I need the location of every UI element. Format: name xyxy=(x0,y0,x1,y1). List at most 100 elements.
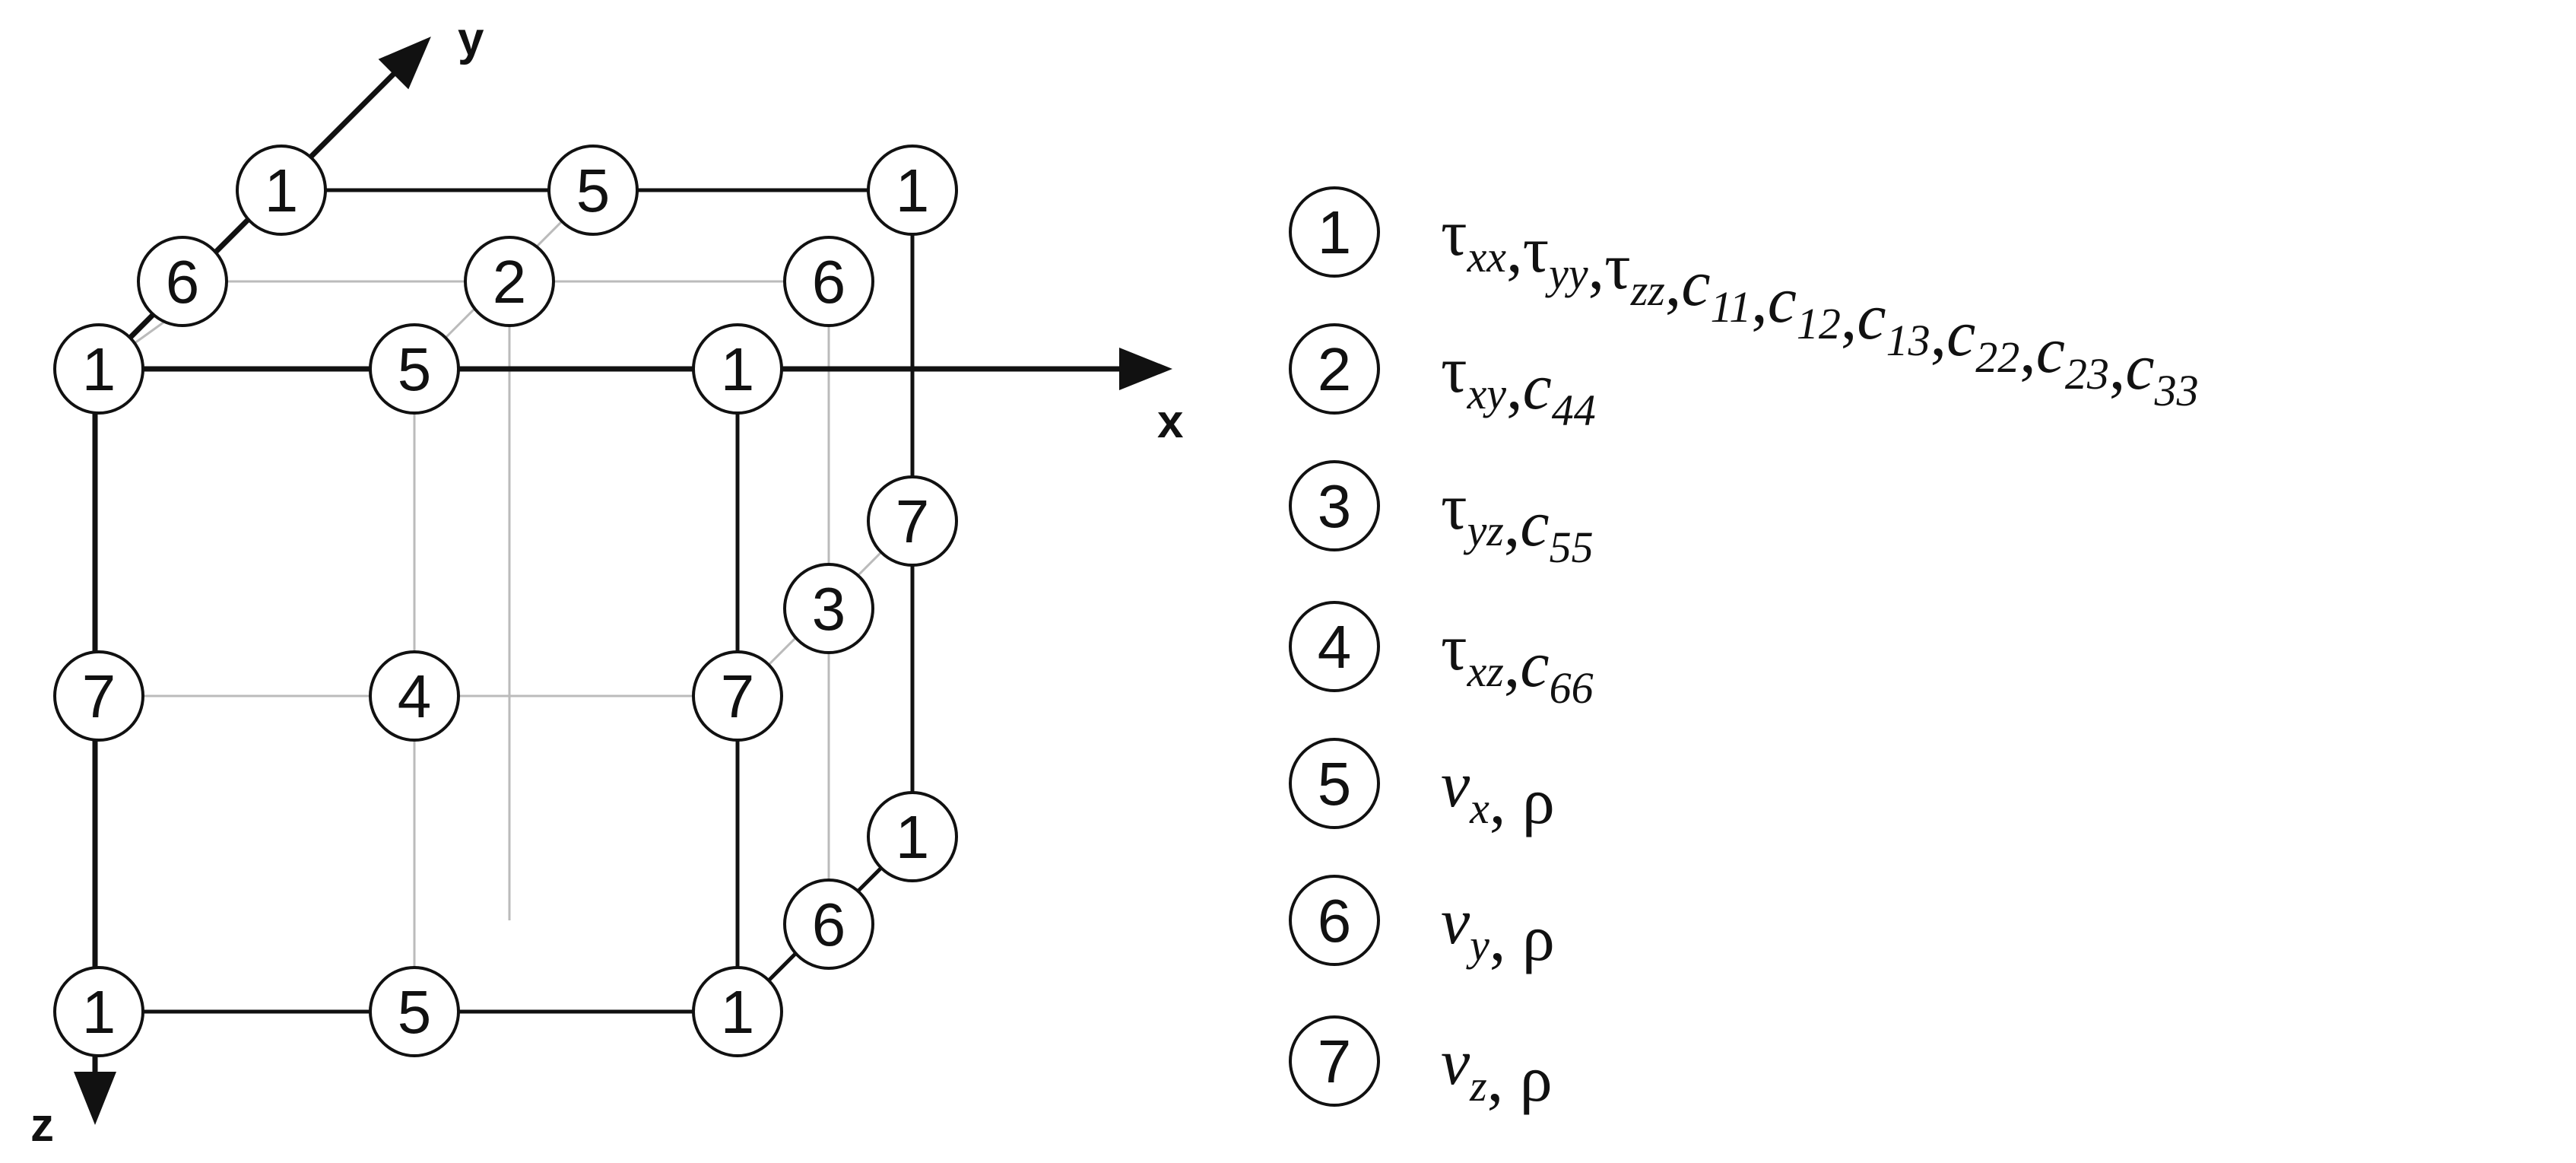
legend-number: 7 xyxy=(1318,1028,1352,1095)
node-label: 6 xyxy=(812,891,846,958)
x-axis-label: x xyxy=(1157,396,1184,448)
legend-number-circle xyxy=(1289,738,1380,829)
node-circle xyxy=(369,323,460,415)
node-label: 5 xyxy=(398,335,432,403)
node-circle xyxy=(783,879,874,970)
node-label: 1 xyxy=(82,978,116,1046)
node-label: 1 xyxy=(896,803,930,871)
node-circle xyxy=(783,236,874,327)
y-axis-label: y xyxy=(458,13,484,65)
node-label: 4 xyxy=(398,663,432,730)
grid-node: 3 xyxy=(783,563,874,654)
legend-symbol: c xyxy=(1946,297,1975,370)
legend-subscript: 22 xyxy=(1975,332,2019,382)
node-label: 1 xyxy=(721,335,755,403)
legend-formula: vx, ρ xyxy=(1441,748,1555,837)
legend-symbol: τ xyxy=(1441,611,1467,684)
legend-number: 1 xyxy=(1318,199,1352,266)
legend-number-circle xyxy=(1289,323,1380,415)
legend-subscript: 13 xyxy=(1886,316,1930,365)
grid-node: 4 xyxy=(369,650,460,742)
legend-symbol: c xyxy=(1520,487,1549,560)
node-circle xyxy=(867,475,958,567)
legend-symbol: , ρ xyxy=(1489,764,1555,837)
legend-subscript: 33 xyxy=(2154,366,2199,415)
grid-node: 6 xyxy=(783,879,874,970)
legend-formula: vy, ρ xyxy=(1441,885,1555,974)
legend-number: 5 xyxy=(1318,750,1352,818)
legend-symbol: , ρ xyxy=(1487,1042,1553,1115)
legend-symbol: τ xyxy=(1441,470,1467,543)
node-label: 2 xyxy=(493,248,527,316)
grid-node: 5 xyxy=(369,966,460,1057)
node-label: 1 xyxy=(265,157,299,224)
legend-subscript: 44 xyxy=(1552,386,1596,435)
legend-number: 3 xyxy=(1318,472,1352,540)
legend-subscript: xx xyxy=(1467,232,1507,281)
legend-subscript: yy xyxy=(1545,249,1588,298)
legend-subscript: 23 xyxy=(2065,349,2109,399)
node-circle xyxy=(369,650,460,742)
legend-symbol: c xyxy=(1520,628,1549,701)
node-circle xyxy=(867,791,958,882)
grid-node: 1 xyxy=(53,323,144,415)
legend-subscript: x xyxy=(1469,783,1489,833)
legend-row: 6 vy, ρ xyxy=(1289,875,1555,974)
grid-node: 1 xyxy=(867,145,958,236)
node-label: 1 xyxy=(82,335,116,403)
node-label: 6 xyxy=(166,248,200,316)
legend-symbol: τ xyxy=(1441,333,1467,406)
legend-symbol: v xyxy=(1441,885,1470,958)
legend-row: 5 vx, ρ xyxy=(1289,738,1555,837)
legend-formula: τyz,c55 xyxy=(1441,470,1594,572)
legend-symbol: , xyxy=(1841,280,1857,353)
legend-number: 6 xyxy=(1318,887,1352,955)
node-label: 1 xyxy=(896,157,930,224)
legend-subscript: 66 xyxy=(1550,663,1594,713)
node-label: 7 xyxy=(82,663,116,730)
grid-node: 5 xyxy=(547,145,639,236)
grid-node: 6 xyxy=(137,236,228,327)
legend-number-circle xyxy=(1289,186,1380,278)
legend-symbol: c xyxy=(2125,330,2154,403)
legend-number-circle xyxy=(1289,1015,1380,1107)
legend-symbol: , xyxy=(1665,246,1682,319)
legend-symbol: , xyxy=(2019,313,2036,386)
z-axis-label: z xyxy=(30,1099,54,1152)
node-label: 7 xyxy=(721,663,755,730)
node-circle xyxy=(53,650,144,742)
legend-symbol: c xyxy=(2036,313,2065,386)
legend-formula: τxz,c66 xyxy=(1441,611,1594,713)
legend-subscript: 12 xyxy=(1797,299,1841,348)
node-circle xyxy=(692,650,783,742)
legend-symbol: c xyxy=(1681,246,1710,319)
legend-symbol: c xyxy=(1768,263,1797,336)
legend-symbol: v xyxy=(1441,1025,1470,1098)
node-label: 3 xyxy=(812,575,846,643)
legend-subscript: xy xyxy=(1467,369,1507,418)
legend-symbol: v xyxy=(1441,748,1470,821)
node-circle xyxy=(236,145,327,236)
legend-number-circle xyxy=(1289,875,1380,966)
legend-number: 2 xyxy=(1318,335,1352,403)
legend-symbol: , xyxy=(1506,350,1523,423)
node-circle xyxy=(783,563,874,654)
grid-node: 1 xyxy=(692,323,783,415)
legend-symbol: , ρ xyxy=(1489,901,1555,974)
legend-subscript: z xyxy=(1469,1061,1487,1111)
legend-symbol: , xyxy=(1751,263,1768,336)
grid-node: 2 xyxy=(464,236,555,327)
legend-subscript: xz xyxy=(1467,647,1504,696)
grid-node: 7 xyxy=(867,475,958,567)
grid-node: 6 xyxy=(783,236,874,327)
legend-symbol: ,τ xyxy=(1506,213,1549,286)
node-label: 1 xyxy=(721,978,755,1046)
legend-row: 3 τyz,c55 xyxy=(1289,460,1594,572)
legend-symbol: , xyxy=(2109,330,2126,403)
legend-number-circle xyxy=(1289,601,1380,692)
node-circle xyxy=(547,145,639,236)
